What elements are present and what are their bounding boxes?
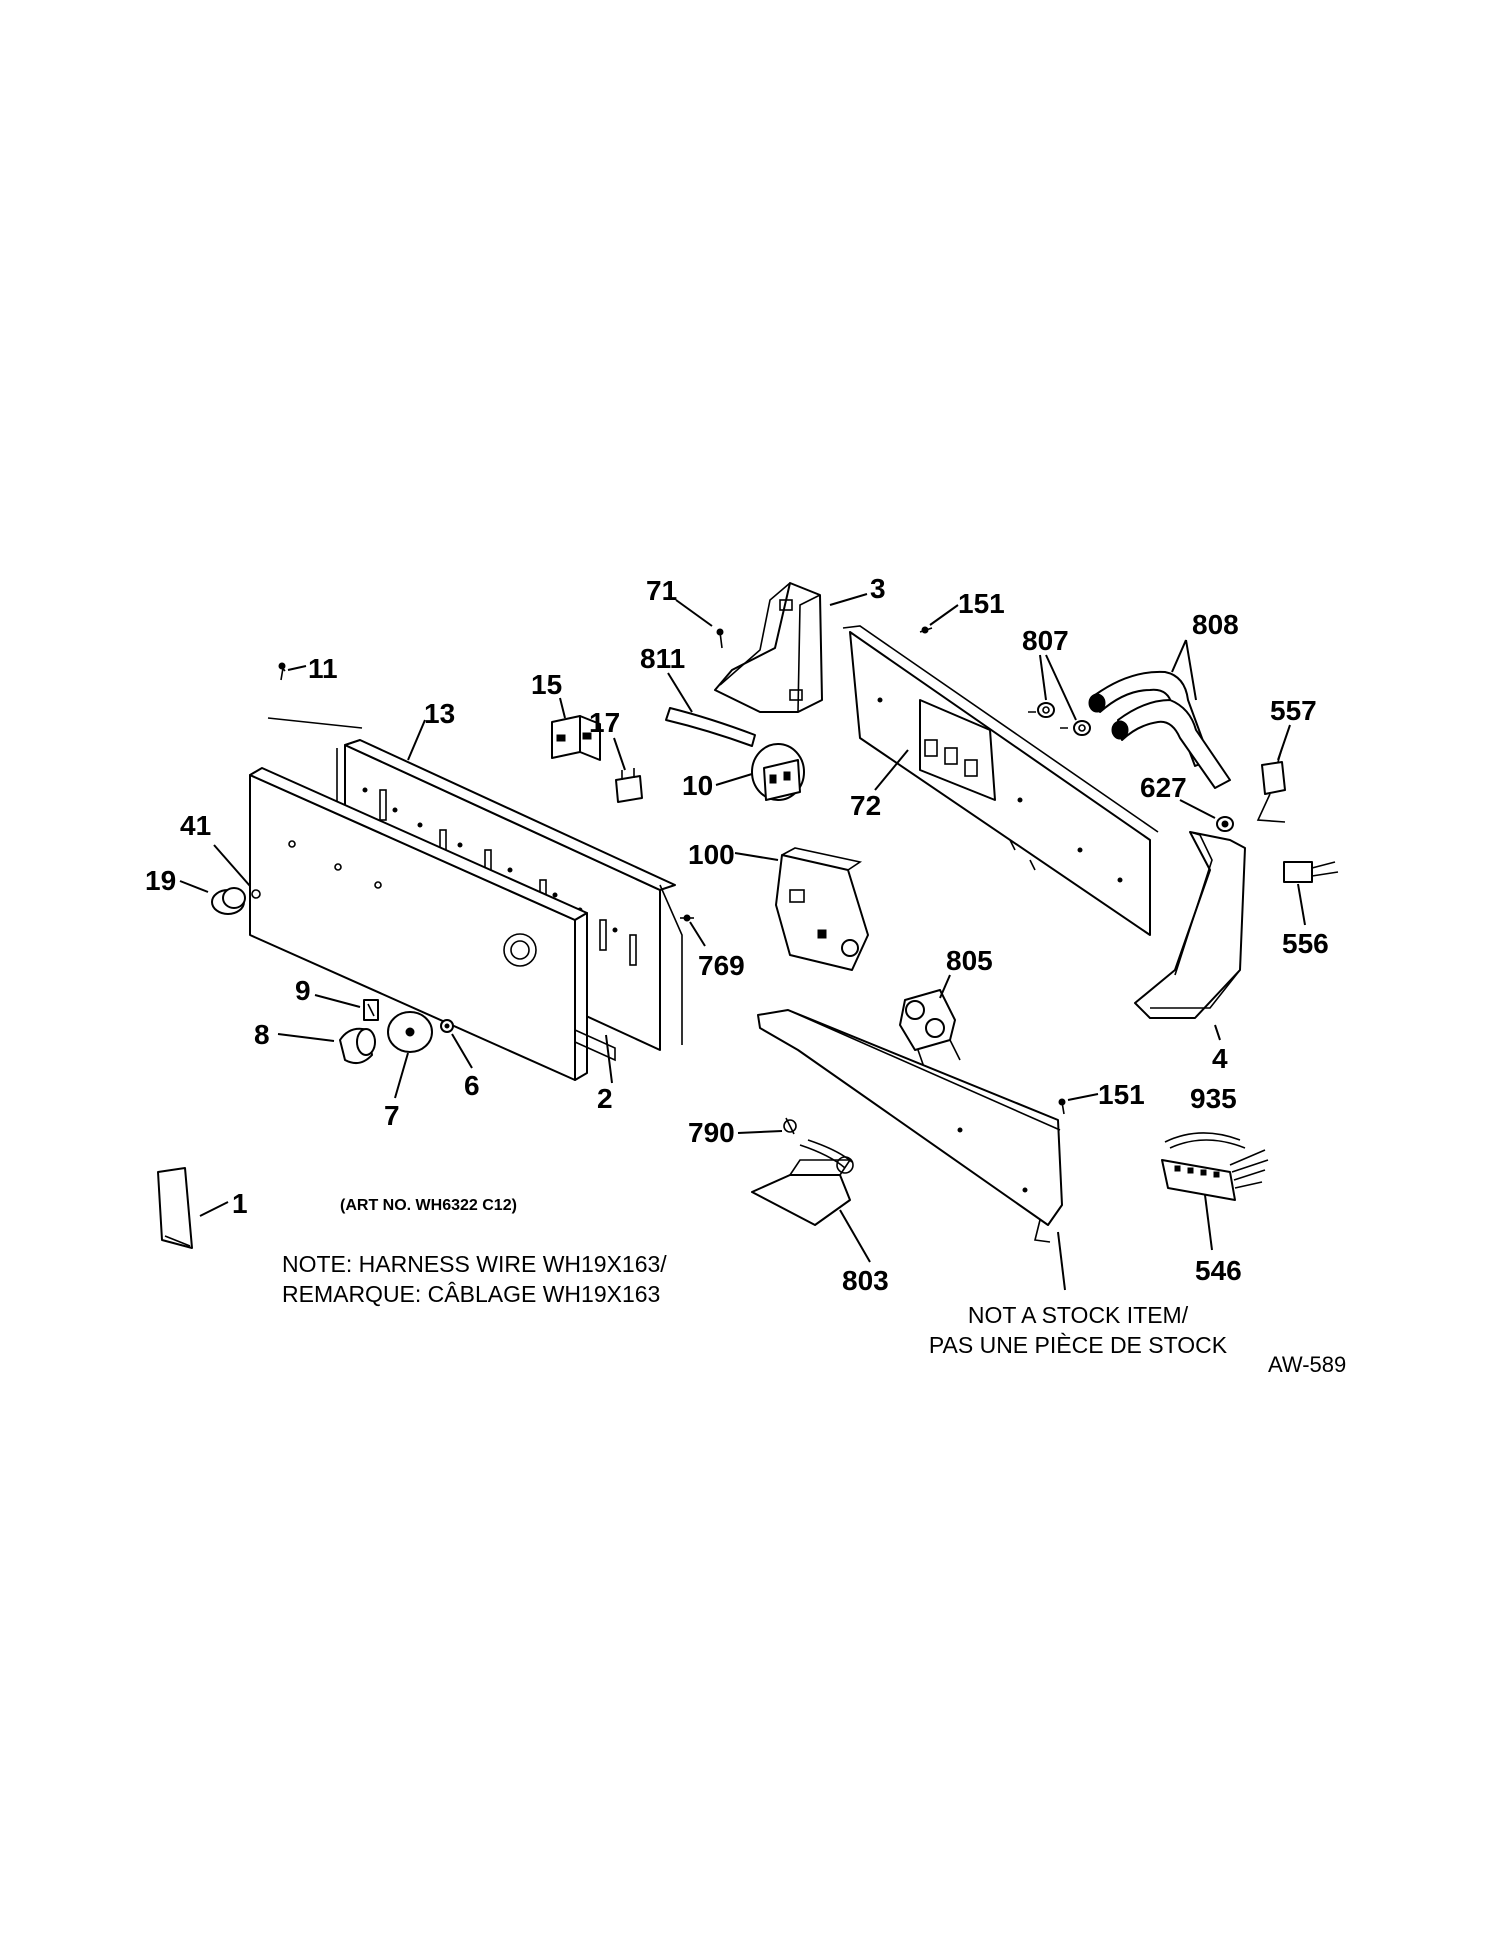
callout-807: 807 — [1022, 625, 1069, 656]
stock-note-line-2: PAS UNE PIÈCE DE STOCK — [929, 1332, 1228, 1358]
part-17-small-switch — [613, 737, 643, 803]
part-10-pressure-switch — [715, 743, 805, 801]
callout-790: 790 — [688, 1117, 735, 1148]
part-8-knob — [277, 1027, 376, 1065]
part-71-screw — [675, 599, 724, 649]
part-803-bracket — [751, 1139, 871, 1263]
callout-15: 15 — [531, 669, 562, 700]
part-1-booklet — [157, 1167, 229, 1249]
callout-8: 8 — [254, 1019, 270, 1050]
callout-1: 1 — [232, 1188, 248, 1219]
part-100-timer — [734, 847, 869, 971]
callout-17: 17 — [589, 707, 620, 738]
callout-803: 803 — [842, 1265, 889, 1296]
part-9-clip — [314, 994, 379, 1021]
part-6-nut — [440, 1019, 473, 1069]
callout-151-top: 151 — [958, 588, 1005, 619]
part-811-tube — [665, 672, 756, 747]
callout-811: 811 — [640, 643, 685, 674]
callout-3: 3 — [870, 573, 886, 604]
part-790-clip — [737, 1117, 797, 1135]
callout-72: 72 — [850, 790, 881, 821]
callout-808: 808 — [1192, 609, 1239, 640]
part-7-dial — [387, 1011, 433, 1099]
callout-9: 9 — [295, 975, 311, 1006]
callout-935: 935 — [1190, 1083, 1237, 1114]
part-807-washers — [1028, 654, 1091, 736]
callout-13: 13 — [424, 698, 455, 729]
part-3-end-cap — [714, 582, 868, 713]
callout-557: 557 — [1270, 695, 1317, 726]
part-41-ring — [213, 844, 261, 899]
callout-627: 627 — [1140, 772, 1187, 803]
callout-769: 769 — [698, 950, 745, 981]
part-15-switch — [551, 697, 601, 761]
art-number: (ART NO. WH6322 C12) — [340, 1197, 517, 1214]
part-72-rear-panel — [842, 625, 1159, 936]
part-4-end-cap — [1134, 831, 1246, 1041]
part-769-screw — [680, 914, 706, 947]
stock-note-line-1: NOT A STOCK ITEM/ — [968, 1302, 1189, 1328]
part-2-control-panel — [249, 767, 616, 1084]
part-19-knob — [179, 880, 246, 915]
note-line-1: NOTE: HARNESS WIRE WH19X163/ — [282, 1251, 667, 1277]
callout-11: 11 — [308, 653, 338, 684]
note-line-2: REMARQUE: CÂBLAGE WH19X163 — [282, 1281, 660, 1307]
callout-19: 19 — [145, 865, 176, 896]
part-151-screw-top — [919, 604, 959, 634]
diagram-code: AW-589 — [1268, 1352, 1346, 1377]
callout-4: 4 — [1212, 1043, 1228, 1074]
callout-100: 100 — [688, 839, 735, 870]
part-151-screw-bottom — [1058, 1093, 1099, 1115]
callout-556: 556 — [1282, 928, 1329, 959]
part-11-screw — [278, 662, 307, 681]
part-935-546-harness — [1161, 1132, 1269, 1251]
callout-151-bottom: 151 — [1098, 1079, 1145, 1110]
callout-7: 7 — [384, 1100, 400, 1131]
part-808-hoses — [1088, 639, 1231, 789]
callout-71: 71 — [646, 575, 677, 606]
callout-805: 805 — [946, 945, 993, 976]
part-556-connector — [1283, 861, 1339, 926]
callout-2: 2 — [597, 1083, 613, 1114]
part-627-washer — [1179, 799, 1234, 832]
callout-10: 10 — [682, 770, 713, 801]
callout-546: 546 — [1195, 1255, 1242, 1286]
callout-41: 41 — [180, 810, 211, 841]
callout-6: 6 — [464, 1070, 480, 1101]
part-557-connector — [1256, 724, 1291, 823]
base-plate — [757, 1009, 1066, 1291]
part-805-water-valve — [899, 974, 961, 1071]
